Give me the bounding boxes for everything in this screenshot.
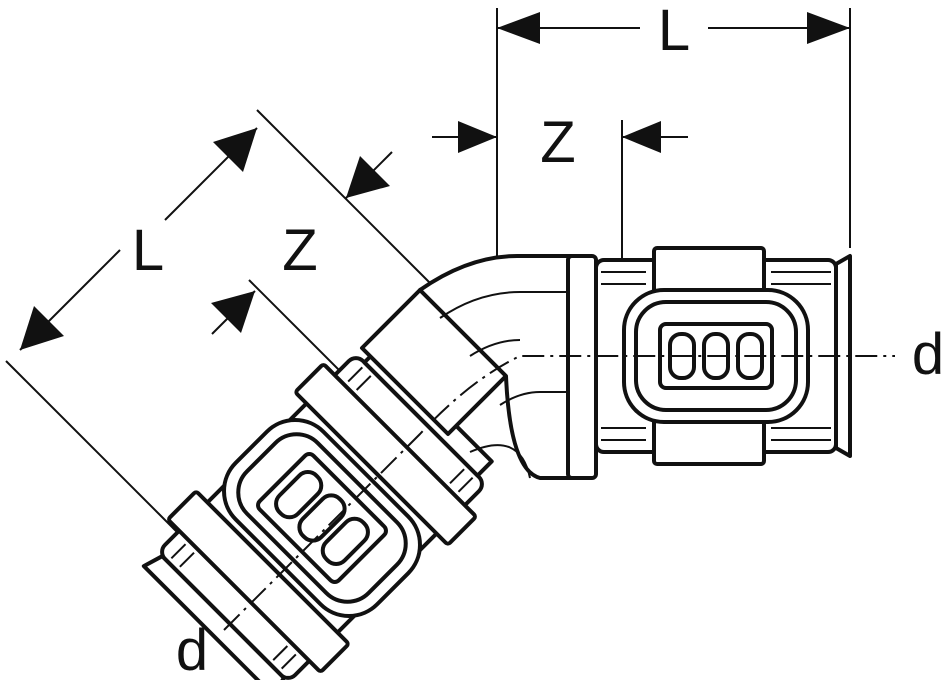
left-length-label: L [132,218,164,283]
arrow-head-icon [211,291,255,333]
left-dimensions: L Z [5,109,485,534]
center-lines [223,355,895,631]
arrow-head-icon [458,121,497,153]
right-diameter-label: d [912,322,944,387]
top-offset-label: Z [540,110,575,175]
left-offset-label: Z [282,218,317,283]
left-press-socket [141,346,494,680]
arrow-head-icon [807,12,850,44]
arrow-head-icon [497,12,540,44]
top-length-label: L [658,0,690,63]
indicator-dots [274,470,370,566]
arrow-head-icon [20,306,64,350]
arrow-head-icon [622,121,661,153]
arrow-head-icon [346,156,390,198]
arrow-head-icon [213,128,257,172]
bottom-diameter-label: d [176,618,208,680]
top-offset-dimension: Z [432,110,688,262]
top-length-dimension: L [496,0,851,340]
